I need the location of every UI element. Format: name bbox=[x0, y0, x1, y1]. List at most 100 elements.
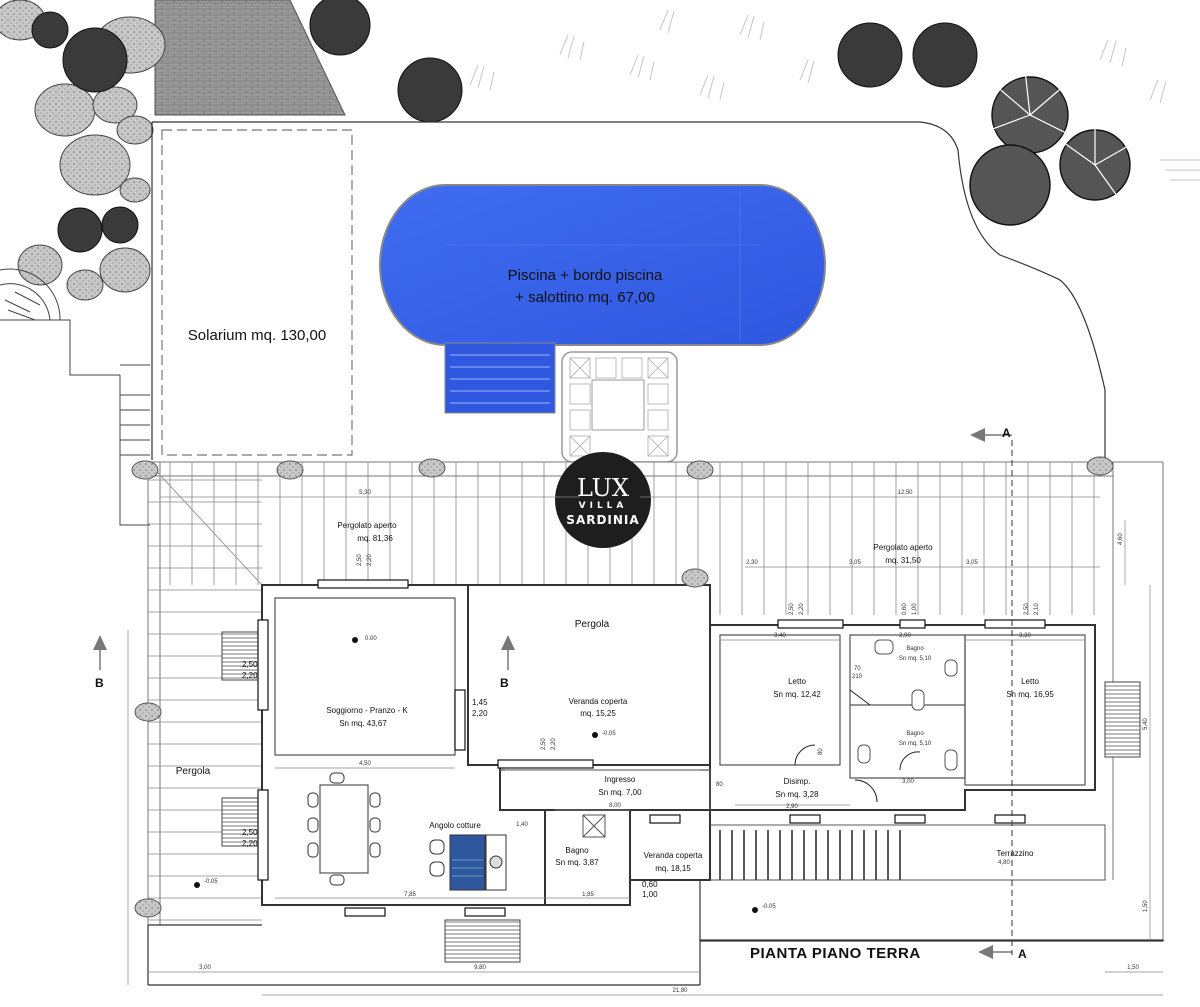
spiral-stair bbox=[0, 268, 150, 526]
d3-label: 80 bbox=[818, 748, 824, 755]
solarium: Solarium mq. 130,00 bbox=[161, 129, 353, 456]
logo-line-1: LUX bbox=[577, 474, 629, 502]
w1b-label: 2,20 bbox=[367, 554, 373, 566]
pergolato-left-name: Pergolato aperto bbox=[337, 521, 397, 530]
veranda2-name: Veranda coperta bbox=[644, 851, 703, 860]
w8b-label: 1,00 bbox=[642, 890, 658, 899]
w4b-label: 2,20 bbox=[472, 709, 488, 718]
lux-villa-sardinia-logo: LUX VILLA SARDINIA bbox=[555, 452, 651, 548]
section-a-bottom: A bbox=[1018, 947, 1027, 961]
terrace-boundary bbox=[152, 121, 1106, 460]
dim-4-60: 4,60 bbox=[1118, 533, 1124, 545]
letto2-area: Sn mq. 16,95 bbox=[1006, 690, 1054, 699]
w7b-label: 2,10 bbox=[1034, 603, 1040, 615]
terrazzino-label: Terrazzino bbox=[997, 849, 1034, 858]
section-a-top: A bbox=[1002, 426, 1011, 440]
w7-label: 2,50 bbox=[1024, 603, 1030, 615]
w9b-label: 1,00 bbox=[912, 603, 918, 615]
dim-9-80: 9,80 bbox=[474, 965, 486, 971]
soggiorno-area: Sn mq. 43,67 bbox=[339, 719, 387, 728]
shrubs bbox=[31, 0, 978, 253]
dim-1-50: 1,50 bbox=[1127, 965, 1139, 971]
bagno1-area: Sn mq. 5,10 bbox=[899, 656, 932, 662]
dim-3-05b: 3,05 bbox=[966, 560, 978, 566]
d2-label: 80 bbox=[716, 782, 723, 788]
room-labels: Pergolato aperto mq. 81,36 Pergolato ape… bbox=[176, 521, 1055, 873]
veranda-area: mq. 15,25 bbox=[580, 709, 616, 718]
pergola-left-label: Pergola bbox=[176, 766, 211, 777]
dimension-lines bbox=[127, 496, 1163, 996]
w8-label: 0,60 bbox=[642, 880, 658, 889]
bagno3-name: Bagno bbox=[565, 846, 589, 855]
w6b-label: 2,20 bbox=[799, 603, 805, 615]
brick-path bbox=[154, 0, 346, 116]
w1-label: 2,50 bbox=[357, 554, 363, 566]
bagno2-name: Bagno bbox=[906, 731, 924, 737]
pool: Piscina + bordo piscina + salottino mq. … bbox=[379, 184, 826, 463]
w6-label: 2,50 bbox=[789, 603, 795, 615]
w5b-label: 2,20 bbox=[551, 738, 557, 750]
dim-1-50b: 1,50 bbox=[1143, 900, 1149, 912]
dim-12-50: 12,50 bbox=[897, 490, 913, 496]
grass-strokes bbox=[469, 9, 1200, 181]
bagno2-area: Sn mq. 5,10 bbox=[899, 741, 932, 747]
bagno3-area: Sn mq. 3,87 bbox=[555, 858, 599, 867]
letto1-area: Sn mq. 12,42 bbox=[773, 690, 821, 699]
ingresso-area: Sn mq. 7,00 bbox=[598, 788, 642, 797]
level-soggiorno: 0.00 bbox=[365, 636, 377, 642]
w2b-label: 2,20 bbox=[242, 671, 258, 680]
dim-3-00b: 3,00 bbox=[199, 965, 211, 971]
boulders bbox=[0, 0, 166, 301]
veranda-name: Veranda coperta bbox=[569, 697, 628, 706]
section-marks: A A B B bbox=[93, 426, 1027, 961]
disimp-name: Disimp. bbox=[784, 777, 811, 786]
pergolato-left-area: mq. 81,36 bbox=[357, 534, 393, 543]
dim-4-80: 4,80 bbox=[998, 860, 1010, 866]
veranda2-area: mq. 18,15 bbox=[655, 864, 691, 873]
columns bbox=[131, 456, 1114, 918]
section-b-left: B bbox=[95, 676, 104, 690]
dim-4-50: 4,50 bbox=[359, 761, 371, 767]
d1b-label: 210 bbox=[852, 674, 863, 680]
letto2-name: Letto bbox=[1021, 677, 1039, 686]
section-b-center: B bbox=[500, 676, 509, 690]
w4-label: 1,45 bbox=[472, 698, 488, 707]
dim-1-85: 1,85 bbox=[582, 892, 594, 898]
level-markers: 0.00 -0.05 -0.05 -0.05 bbox=[194, 636, 776, 913]
w2-label: 2,50 bbox=[242, 660, 258, 669]
w5-label: 2,50 bbox=[541, 738, 547, 750]
w3-label: 2,50 bbox=[242, 828, 258, 837]
kitchen bbox=[429, 834, 507, 891]
pergolato-right-area: mq. 31,50 bbox=[885, 556, 921, 565]
palm-trees bbox=[969, 69, 1131, 226]
d1-label: 70 bbox=[854, 666, 861, 672]
bagno1-name: Bagno bbox=[906, 646, 924, 652]
doors bbox=[794, 689, 921, 803]
dim-1-40: 1,40 bbox=[516, 822, 528, 828]
angolo-cottura-label: Angolo cotture bbox=[429, 821, 481, 830]
dim-21-80: 21,80 bbox=[672, 988, 688, 994]
soggiorno-name: Soggiorno - Pranzo - K bbox=[326, 706, 408, 715]
dim-3-30: 3,30 bbox=[1019, 633, 1031, 639]
plan-title: PIANTA PIANO TERRA bbox=[750, 945, 921, 962]
dim-3-40: 3,40 bbox=[774, 633, 786, 639]
landscape bbox=[0, 0, 1200, 526]
disimp-area: Sn mq. 3,28 bbox=[775, 790, 819, 799]
logo-line-3: SARDINIA bbox=[566, 513, 639, 527]
pergolato-right-name: Pergolato aperto bbox=[873, 543, 933, 552]
dimension-labels: 5,30 12,50 2,30 3,05 3,05 3,40 3,30 2,90… bbox=[199, 490, 1149, 994]
w9-label: 0,60 bbox=[902, 603, 908, 615]
pool-label-2: + salottino mq. 67,00 bbox=[515, 289, 655, 306]
level-veranda: -0.05 bbox=[602, 731, 616, 737]
dim-8-00: 8,00 bbox=[609, 803, 621, 809]
dim-3-00: 3,00 bbox=[902, 779, 914, 785]
dim-5-40: 5,40 bbox=[1143, 718, 1149, 730]
level-outside: -0.05 bbox=[762, 904, 776, 910]
window-marks bbox=[257, 579, 1046, 917]
level-pergola: -0.05 bbox=[204, 879, 218, 885]
dining-table bbox=[307, 772, 381, 886]
logo-line-2: VILLA bbox=[579, 501, 628, 511]
dim-2-90b: 2,90 bbox=[786, 804, 798, 810]
ingresso-name: Ingresso bbox=[605, 775, 636, 784]
